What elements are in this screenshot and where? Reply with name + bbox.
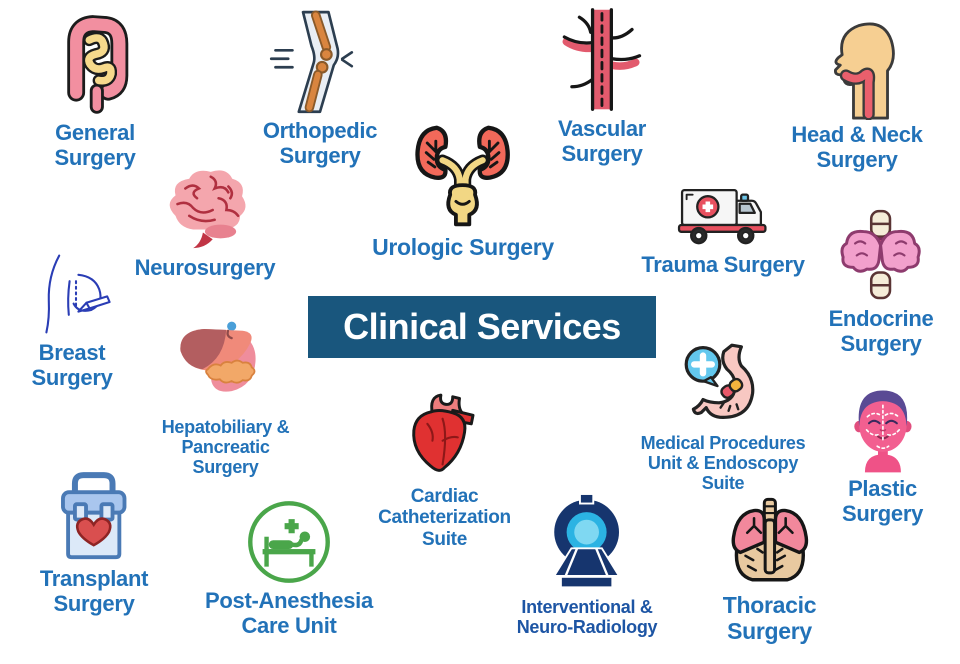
service-label: Vascular Surgery xyxy=(557,116,647,166)
service-orthopedic-surgery: Orthopedic Surgery xyxy=(240,10,400,168)
service-general-surgery: General Surgery xyxy=(25,10,165,170)
lungs-icon xyxy=(725,496,815,590)
service-urologic-surgery: Urologic Surgery xyxy=(368,122,558,261)
service-vascular-surgery: Vascular Surgery xyxy=(532,6,672,166)
service-label: Transplant Surgery xyxy=(39,566,149,616)
service-label: Interventional & Neuro-Radiology xyxy=(516,597,658,638)
stomach-endoscopy-icon xyxy=(679,342,767,430)
patient-bed-icon xyxy=(245,498,333,586)
service-post-anesthesia-care-unit: Post-Anesthesia Care Unit xyxy=(198,498,380,638)
ambulance-icon xyxy=(676,178,771,250)
liver-pancreas-icon xyxy=(175,318,276,414)
blood-vessel-icon xyxy=(555,6,649,114)
service-endocrine-surgery: Endocrine Surgery xyxy=(812,206,950,356)
service-label: Thoracic Surgery xyxy=(722,592,817,644)
anatomical-heart-icon xyxy=(402,390,487,483)
intestines-icon xyxy=(48,10,142,118)
service-label: Breast Surgery xyxy=(31,340,113,390)
service-plastic-surgery: Plastic Surgery xyxy=(815,384,950,526)
service-medical-procedures-endoscopy: Medical Procedures Unit & Endoscopy Suit… xyxy=(628,342,818,493)
service-cardiac-catheterization-suite: Cardiac Catheterization Suite xyxy=(372,390,517,550)
service-trauma-surgery: Trauma Surgery xyxy=(633,178,813,278)
kidneys-bladder-icon xyxy=(410,122,515,232)
service-label: Urologic Surgery xyxy=(372,234,554,260)
service-label: Orthopedic Surgery xyxy=(262,118,378,168)
face-markings-icon xyxy=(842,384,924,474)
service-label: Head & Neck Surgery xyxy=(791,122,923,172)
service-thoracic-surgery: Thoracic Surgery xyxy=(697,496,842,645)
service-interventional-neuro-radiology: Interventional & Neuro-Radiology xyxy=(503,494,671,637)
service-hepatobiliary-pancreatic-surgery: Hepatobiliary & Pancreatic Surgery xyxy=(148,318,303,477)
service-label: General Surgery xyxy=(54,120,136,170)
head-profile-throat-icon xyxy=(810,16,905,120)
thyroid-icon xyxy=(838,206,923,304)
brain-icon xyxy=(156,165,254,253)
service-breast-surgery: Breast Surgery xyxy=(8,254,136,390)
title-banner: Clinical Services xyxy=(308,296,656,358)
service-label: Endocrine Surgery xyxy=(828,306,934,356)
service-label: Medical Procedures Unit & Endoscopy Suit… xyxy=(640,433,806,494)
breast-marking-icon xyxy=(32,254,112,338)
service-label: Cardiac Catheterization Suite xyxy=(378,486,511,550)
service-head-neck-surgery: Head & Neck Surgery xyxy=(772,16,942,172)
mri-scanner-icon xyxy=(539,494,634,594)
service-label: Plastic Surgery xyxy=(841,476,924,526)
page-title: Clinical Services xyxy=(343,306,621,347)
service-label: Neurosurgery xyxy=(134,255,276,280)
service-neurosurgery: Neurosurgery xyxy=(120,165,290,281)
organ-cooler-icon xyxy=(51,470,136,564)
knee-joint-icon xyxy=(267,10,373,116)
service-label: Post-Anesthesia Care Unit xyxy=(205,588,373,638)
service-label: Hepatobiliary & Pancreatic Surgery xyxy=(161,417,290,478)
service-label: Trauma Surgery xyxy=(641,252,805,277)
service-transplant-surgery: Transplant Surgery xyxy=(20,470,168,616)
